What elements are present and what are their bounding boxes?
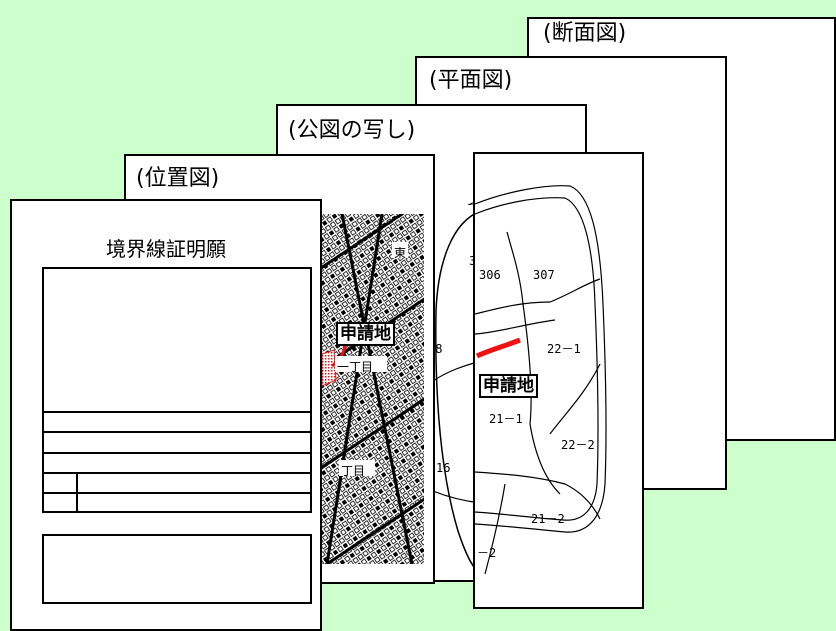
parcel-map-sheet: 306 307 22－1 21－1 22－2 21－2 －2 申請地 <box>473 152 644 609</box>
lot-label-21-2: 21－2 <box>531 512 565 526</box>
lot-label-21-1: 21－1 <box>489 412 523 426</box>
lot-label-16: 16 <box>436 461 451 475</box>
application-form-sheet: 境界線証明願 <box>10 199 322 631</box>
street-map-image: 東 一丁目 丁目 申請地 <box>322 214 424 564</box>
lot-label-2: －2 <box>477 546 497 560</box>
form-row-divider <box>44 411 310 413</box>
lot-label-3: 3 <box>469 254 476 268</box>
form-notes-box <box>42 534 312 604</box>
form-row-divider <box>44 431 310 433</box>
lot-label-22-2: 22－2 <box>561 438 595 452</box>
form-column-divider <box>76 472 78 511</box>
lot-label-306: 306 <box>479 268 501 282</box>
location-map-title: (位置図) <box>136 166 220 191</box>
parcel-boundary-drawing <box>475 185 607 575</box>
parcel-map-site-tag: 申請地 <box>479 374 538 399</box>
cross-section-title: (断面図) <box>543 21 627 46</box>
application-form-title: 境界線証明願 <box>106 237 226 261</box>
lot-label-307: 307 <box>533 268 555 282</box>
location-map-site-tag: 申請地 <box>336 322 395 347</box>
map-label-east: 東 <box>394 246 407 260</box>
form-main-table <box>42 267 312 513</box>
form-row-divider <box>44 452 310 454</box>
map-label-1-chome: 一丁目 <box>337 360 374 374</box>
form-row-divider <box>44 472 310 474</box>
lot-label-22-1: 22－1 <box>547 342 581 356</box>
map-label-chome: 丁目 <box>341 464 366 478</box>
cadastral-copy-title: (公図の写し) <box>288 118 416 143</box>
plan-view-title: (平面図) <box>429 68 513 93</box>
street-map-drawing <box>322 214 424 564</box>
form-row-divider <box>44 492 310 494</box>
